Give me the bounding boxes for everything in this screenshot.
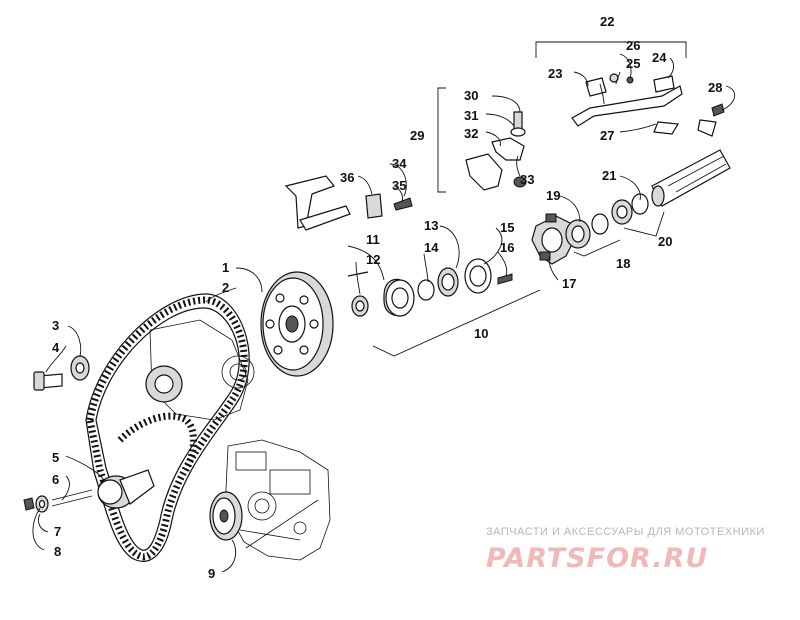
callout-1: 1 xyxy=(222,260,229,275)
timing-belt xyxy=(85,293,250,562)
nut-and-washer xyxy=(23,495,49,513)
callout-20: 20 xyxy=(658,234,672,249)
callout-28: 28 xyxy=(708,80,722,95)
shift-fork-assembly xyxy=(465,111,527,191)
callout-35: 35 xyxy=(392,178,406,193)
crank-sprocket xyxy=(145,365,183,403)
callout-9: 9 xyxy=(208,566,215,581)
callout-25: 25 xyxy=(626,56,640,71)
callout-12: 12 xyxy=(366,252,380,267)
callout-10: 10 xyxy=(474,326,488,341)
shaft-bearings xyxy=(565,149,731,249)
callout-17: 17 xyxy=(562,276,576,291)
callout-2: 2 xyxy=(222,280,229,295)
callout-19: 19 xyxy=(546,188,560,203)
callout-32: 32 xyxy=(464,126,478,141)
callout-34: 34 xyxy=(392,156,407,171)
callout-26: 26 xyxy=(626,38,640,53)
callout-30: 30 xyxy=(464,88,478,103)
assembly-brackets xyxy=(372,41,687,357)
callout-13: 13 xyxy=(424,218,438,233)
callout-labels: 1 2 3 4 5 6 7 8 9 10 11 12 13 14 15 16 1… xyxy=(52,14,722,581)
callout-16: 16 xyxy=(500,240,514,255)
callout-8: 8 xyxy=(54,544,61,559)
callout-23: 23 xyxy=(548,66,562,81)
lower-sprocket xyxy=(209,491,243,541)
lever-assembly xyxy=(284,175,413,231)
callout-33: 33 xyxy=(520,172,534,187)
callout-21: 21 xyxy=(602,168,616,183)
watermark-logo: PARTSFOR.RU xyxy=(486,543,709,574)
bolt-and-washer xyxy=(33,355,90,391)
callout-7: 7 xyxy=(54,524,61,539)
callout-3: 3 xyxy=(52,318,59,333)
callout-leaders xyxy=(32,53,736,573)
cam-sprocket xyxy=(260,271,334,377)
callout-22: 22 xyxy=(600,14,614,29)
callout-5: 5 xyxy=(52,450,59,465)
callout-29: 29 xyxy=(410,128,424,143)
callout-4: 4 xyxy=(52,340,60,355)
callout-36: 36 xyxy=(340,170,354,185)
watermark-caption: ЗАПЧАСТИ И АКСЕССУАРЫ ДЛЯ МОТОТЕХНИКИ xyxy=(486,526,765,538)
callout-6: 6 xyxy=(52,472,59,487)
callout-31: 31 xyxy=(464,108,478,123)
linkage-assembly xyxy=(571,73,725,137)
callout-11: 11 xyxy=(366,232,380,247)
callout-14: 14 xyxy=(424,240,439,255)
callout-15: 15 xyxy=(500,220,514,235)
callout-18: 18 xyxy=(616,256,630,271)
seal-bearing-assembly xyxy=(347,258,513,317)
engine-block-drawing xyxy=(225,439,331,561)
belt-tensioner xyxy=(51,469,155,509)
rotor-part xyxy=(531,213,573,265)
callout-27: 27 xyxy=(600,128,614,143)
callout-24: 24 xyxy=(652,50,667,65)
